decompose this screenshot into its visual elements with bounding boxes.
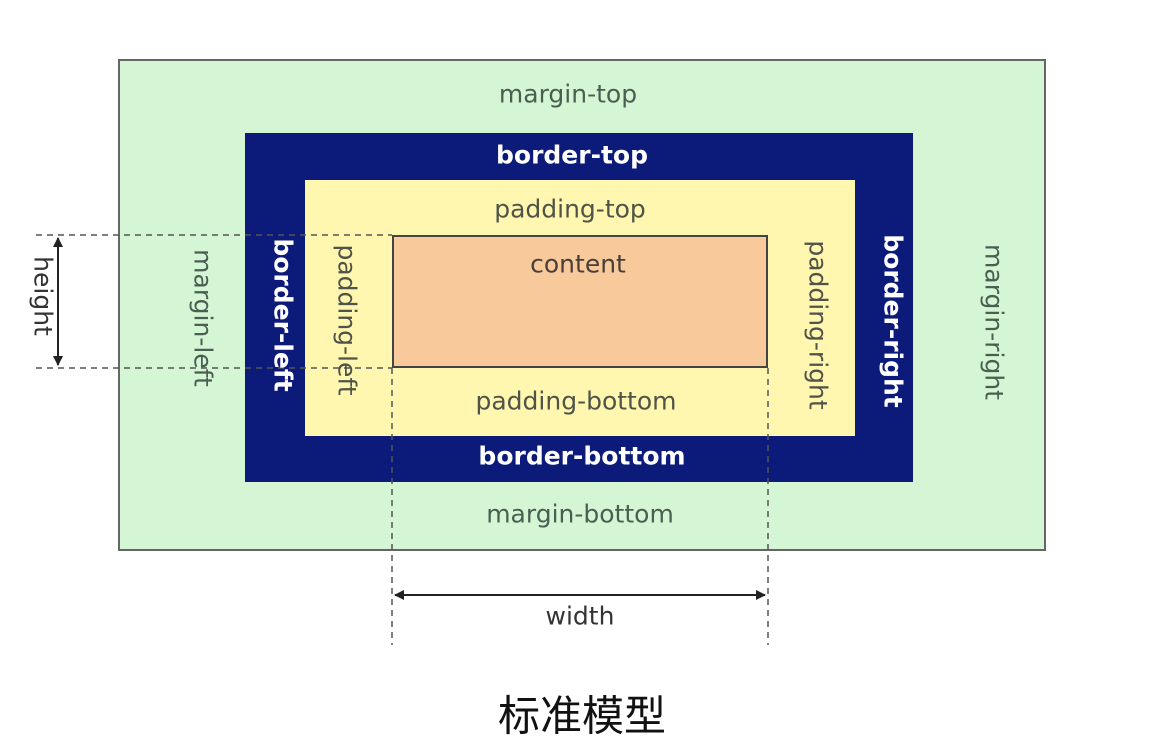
padding-right-label: padding-right: [803, 240, 833, 410]
height-label: height: [28, 256, 58, 336]
margin-bottom-label: margin-bottom: [486, 499, 674, 529]
content-area: [392, 235, 768, 368]
width-label: width: [545, 601, 615, 631]
margin-right-label: margin-right: [979, 244, 1009, 400]
padding-left-label: padding-left: [332, 244, 362, 396]
content-label: content: [530, 249, 626, 279]
diagram-caption: 标准模型: [497, 691, 667, 741]
border-left-label: border-left: [268, 238, 298, 392]
border-bottom-label: border-bottom: [478, 441, 686, 471]
margin-left-label: margin-left: [188, 249, 218, 387]
border-right-label: border-right: [878, 234, 908, 408]
padding-bottom-label: padding-bottom: [475, 386, 677, 416]
margin-top-label: margin-top: [498, 79, 638, 109]
border-top-label: border-top: [496, 140, 648, 170]
padding-top-label: padding-top: [494, 194, 646, 224]
